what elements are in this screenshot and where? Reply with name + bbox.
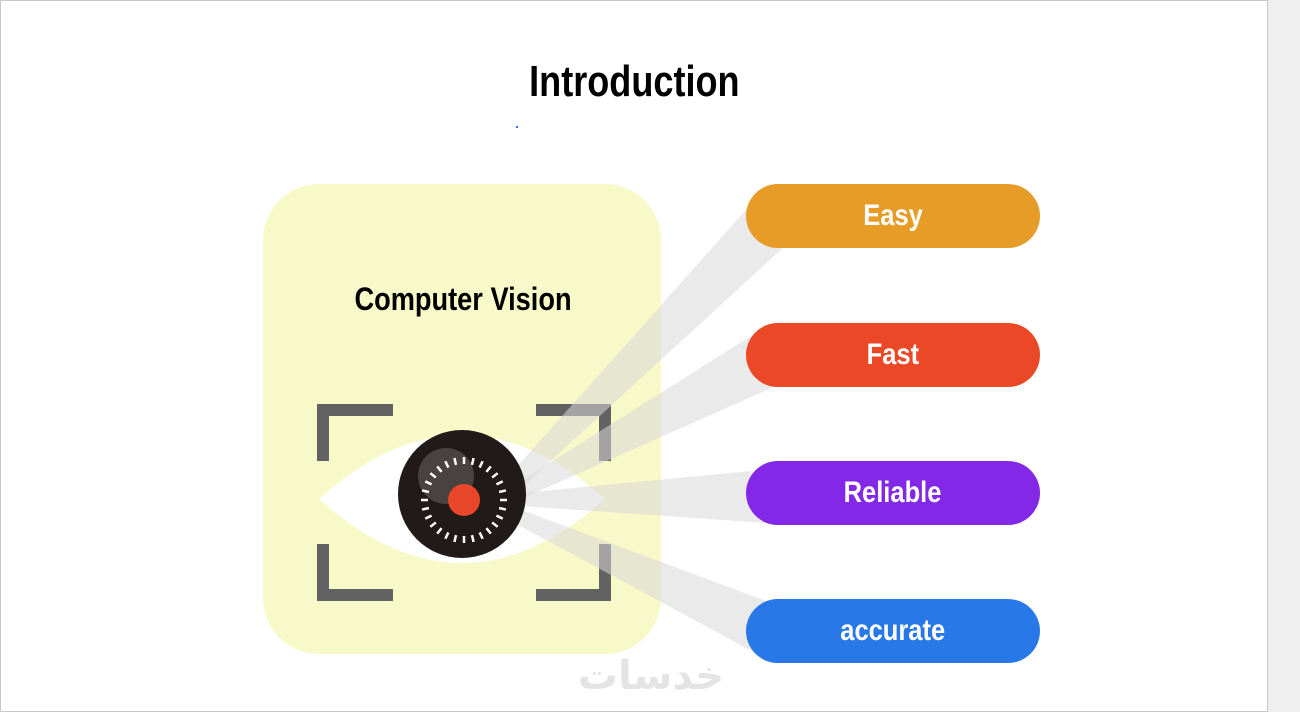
pill-easy: Easy [746,184,1040,248]
iris-tick [421,489,430,494]
iris-tick [498,489,507,494]
iris-tick [498,506,507,511]
pill-accurate: accurate [746,599,1040,663]
watermark-logo: خدسات [577,653,725,699]
pupil [448,484,480,516]
iris-tick [424,514,433,520]
text-cursor [516,126,518,128]
light-beams [506,193,786,656]
iris-tick [491,521,499,528]
iris-tick [444,531,450,540]
iris-tick [424,480,433,486]
iris-ticks [421,457,507,543]
iris-tick [485,465,492,473]
iris-tick [429,472,437,479]
iris-tick [478,531,484,540]
iris-tick [478,460,484,469]
pill-label: Easy [863,199,923,232]
iris-tick [495,480,504,486]
iris-tick [429,521,437,528]
iris-tick [453,534,458,543]
iris-tick [453,457,458,466]
pill-fast: Fast [746,323,1040,387]
eye-illustration [317,193,786,656]
iris-tick [421,506,430,511]
pill-reliable: Reliable [746,461,1040,525]
iris-tick [495,514,504,520]
iris-tick [470,457,475,466]
pill-label: Fast [866,338,920,371]
slide: Introduction Computer Vision Easy Fast R… [0,0,1268,712]
iris-tick [470,534,475,543]
card-title: Computer Vision [354,281,572,317]
pill-label: accurate [840,614,946,647]
iris-tick [444,460,450,469]
slide-title: Introduction [529,57,740,106]
iris-tick [436,465,443,473]
iris-tick [485,527,492,535]
iris-tick [491,472,499,479]
iris-tick [436,527,443,535]
pill-label: Reliable [844,476,942,509]
